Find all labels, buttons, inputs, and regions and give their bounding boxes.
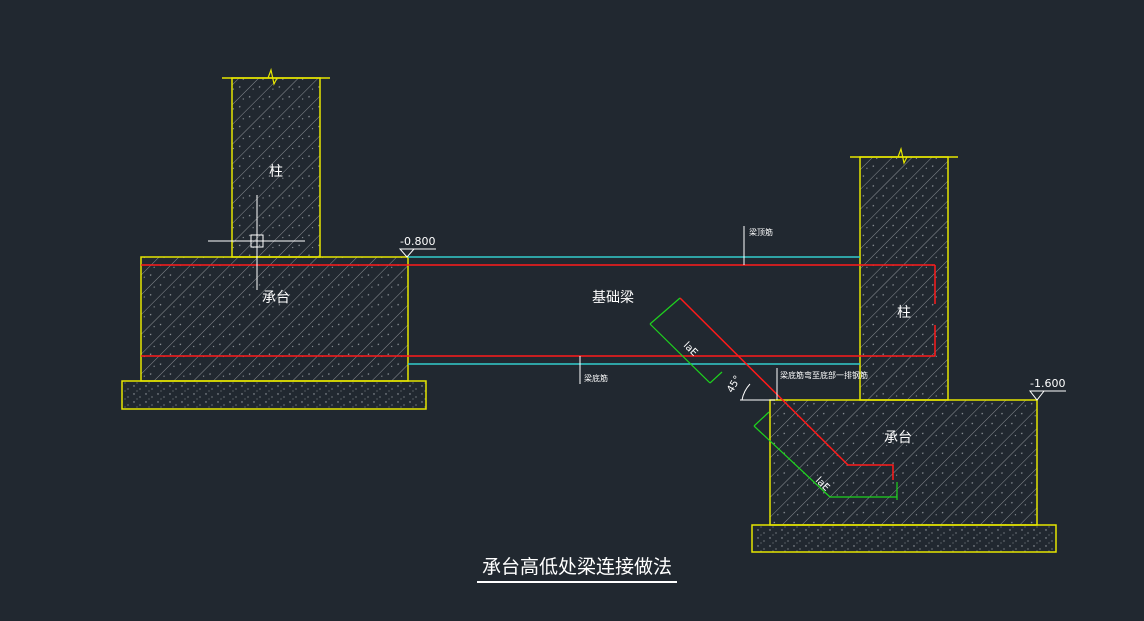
leader-ticks	[579, 226, 778, 400]
bottom-bar-label: 梁底筋	[584, 373, 608, 383]
angle-label: 45°	[725, 374, 743, 395]
cap-left-label: 承台	[262, 290, 290, 306]
elevation-marker-right	[1028, 390, 1066, 401]
left-pile-cap	[121, 256, 427, 410]
elevation-right-label: -1.600	[1030, 377, 1065, 390]
foundation-beam	[408, 256, 860, 365]
right-column	[850, 146, 958, 401]
left-column	[222, 67, 330, 258]
right-pile-cap	[751, 399, 1057, 553]
cad-crosshair-cursor	[208, 195, 305, 290]
drawing-title: 承台高低处梁连接做法	[477, 556, 677, 583]
elevation-marker-left	[398, 248, 436, 258]
column-right-label: 柱	[897, 305, 911, 321]
beam-label: 基础梁	[592, 289, 634, 306]
bend-note-label: 梁底筋弯至底部一排钢筋	[780, 370, 868, 380]
top-bar-label: 梁顶筋	[749, 227, 773, 237]
cap-right-label: 承台	[884, 430, 912, 446]
title-text: 承台高低处梁连接做法	[482, 556, 672, 578]
elevation-left-label: -0.800	[400, 235, 435, 248]
column-left-label: 柱	[269, 164, 283, 180]
dimension-lines	[649, 297, 898, 500]
rebar-lines	[141, 264, 936, 480]
